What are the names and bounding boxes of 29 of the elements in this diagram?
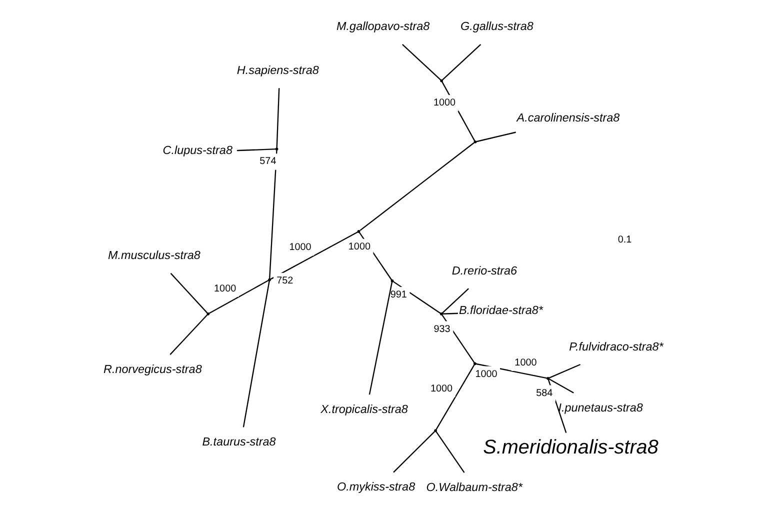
node-text: H.sapiens-stra8 xyxy=(236,64,319,77)
node-label: 574 xyxy=(260,156,276,168)
node-text: M.musculus-stra8 xyxy=(108,249,200,262)
node-label: 584 xyxy=(536,388,553,399)
node-label: 1000 xyxy=(475,368,498,380)
node-text: O.mykiss-stra8 xyxy=(336,480,416,494)
node-label: 933 xyxy=(434,324,450,335)
node-text: R.norvegicus-stra8 xyxy=(104,362,202,376)
node-text: C.lupus-stra8 xyxy=(162,144,232,158)
edge-label: 1000 xyxy=(214,283,236,294)
node-text: G.gallus-stra8 xyxy=(460,20,534,34)
node-text: X.tropicalis-stra8 xyxy=(320,403,408,416)
node-text: O.Walbaum-stra8* xyxy=(426,481,522,494)
node-text: B.floridae-stra8* xyxy=(458,304,543,318)
edge-label: 1000 xyxy=(514,357,537,368)
node-text: M.gallopavo-stra8 xyxy=(336,20,430,34)
node-label: 991 xyxy=(390,290,407,301)
node-label: 1000 xyxy=(348,241,370,252)
label: 0.1 xyxy=(618,234,632,246)
edge-label: 1000 xyxy=(289,242,312,254)
node-text: I.punetaus-stra8 xyxy=(558,401,643,414)
node-text: S.meridionalis-stra8 xyxy=(483,436,658,458)
node-text: P.fulvidraco-stra8* xyxy=(569,340,664,354)
node-text: B.taurus-stra8 xyxy=(202,436,276,449)
node-label: 752 xyxy=(276,276,294,287)
node-text: A.carolinensis-stra8 xyxy=(516,111,620,124)
node-text: D.rerio-stra6 xyxy=(452,264,518,278)
edge-label: 1000 xyxy=(434,98,456,109)
edge-label: 1000 xyxy=(430,384,453,395)
